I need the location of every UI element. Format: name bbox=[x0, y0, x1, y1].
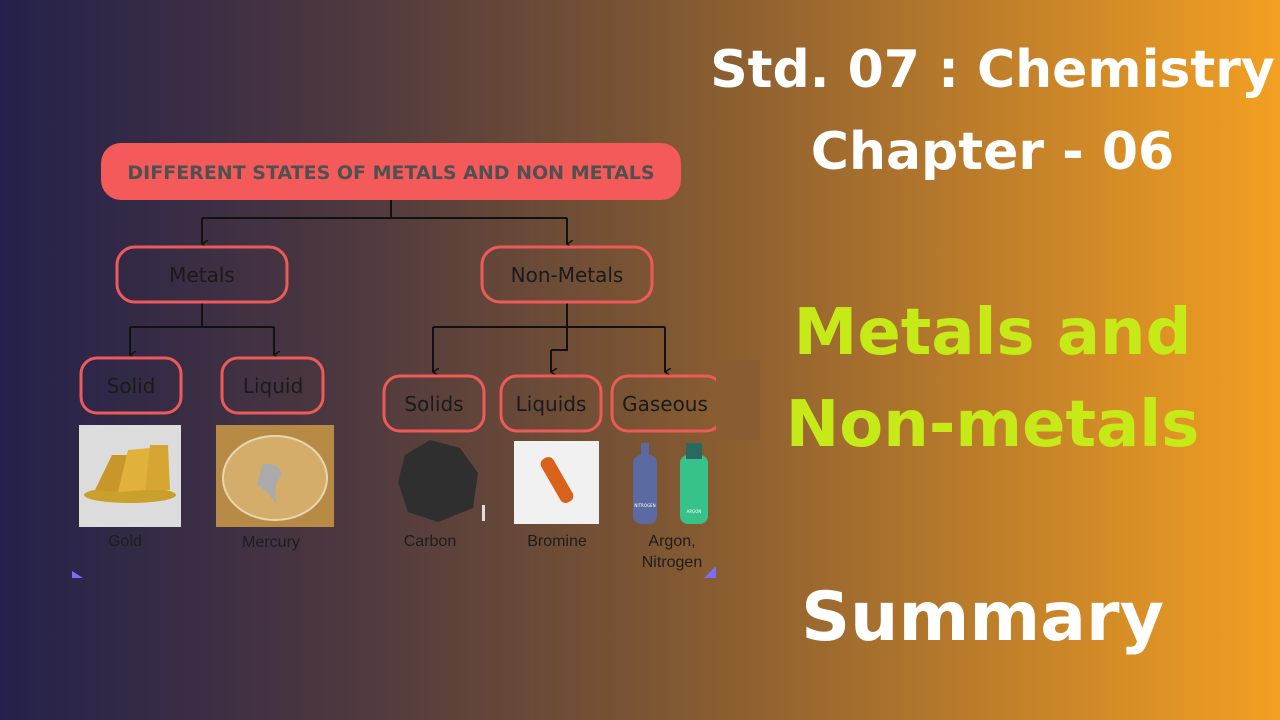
small-marker bbox=[482, 505, 485, 521]
diagram-title-pill bbox=[101, 143, 681, 200]
clip-mask bbox=[716, 360, 760, 440]
states-diagram: DIFFERENT STATES OF METALS AND NON METAL… bbox=[72, 143, 760, 578]
non-metals-label: Non-Metals bbox=[511, 263, 624, 287]
summary-label: Summary bbox=[801, 578, 1164, 657]
bromine-caption: Bromine bbox=[527, 533, 587, 550]
carbon-caption: Carbon bbox=[404, 533, 456, 550]
metals-label: Metals bbox=[169, 263, 235, 287]
gas-caption-line1: Argon, bbox=[648, 533, 695, 550]
connector-lines bbox=[130, 200, 665, 372]
solids-label: Solids bbox=[404, 392, 463, 416]
non-metals-box bbox=[480, 245, 654, 304]
gas-cylinders-image: NITROGEN ARGON bbox=[633, 443, 708, 524]
gold-image bbox=[79, 425, 181, 527]
mercury-image bbox=[216, 425, 334, 527]
argon-tag: ARGON bbox=[687, 509, 702, 514]
mercury-caption: Mercury bbox=[242, 534, 300, 551]
heading-line2: Chapter - 06 bbox=[810, 122, 1175, 182]
heading-line1: Std. 07 : Chemistry bbox=[710, 40, 1275, 100]
solid-box bbox=[79, 356, 183, 415]
gold-caption: Gold bbox=[108, 533, 142, 550]
solid-label: Solid bbox=[107, 374, 156, 398]
nitrogen-tag: NITROGEN bbox=[634, 503, 655, 508]
gaseous-label: Gaseous bbox=[622, 392, 708, 416]
carbon-image bbox=[398, 440, 478, 522]
diagram-title: DIFFERENT STATES OF METALS AND NON METAL… bbox=[127, 162, 654, 184]
gas-caption-line2: Nitrogen bbox=[642, 554, 702, 571]
topic-line1: Metals and bbox=[793, 296, 1192, 370]
liquids-box bbox=[499, 374, 603, 433]
solids-box bbox=[382, 374, 486, 433]
liquid-box bbox=[220, 356, 325, 415]
corner-mark-right bbox=[704, 566, 716, 578]
liquid-label: Liquid bbox=[243, 374, 303, 398]
topic-line2: Non-metals bbox=[785, 388, 1200, 462]
metals-box bbox=[115, 245, 289, 304]
liquids-label: Liquids bbox=[516, 392, 587, 416]
bromine-image bbox=[514, 441, 599, 524]
corner-mark-left bbox=[72, 571, 83, 578]
